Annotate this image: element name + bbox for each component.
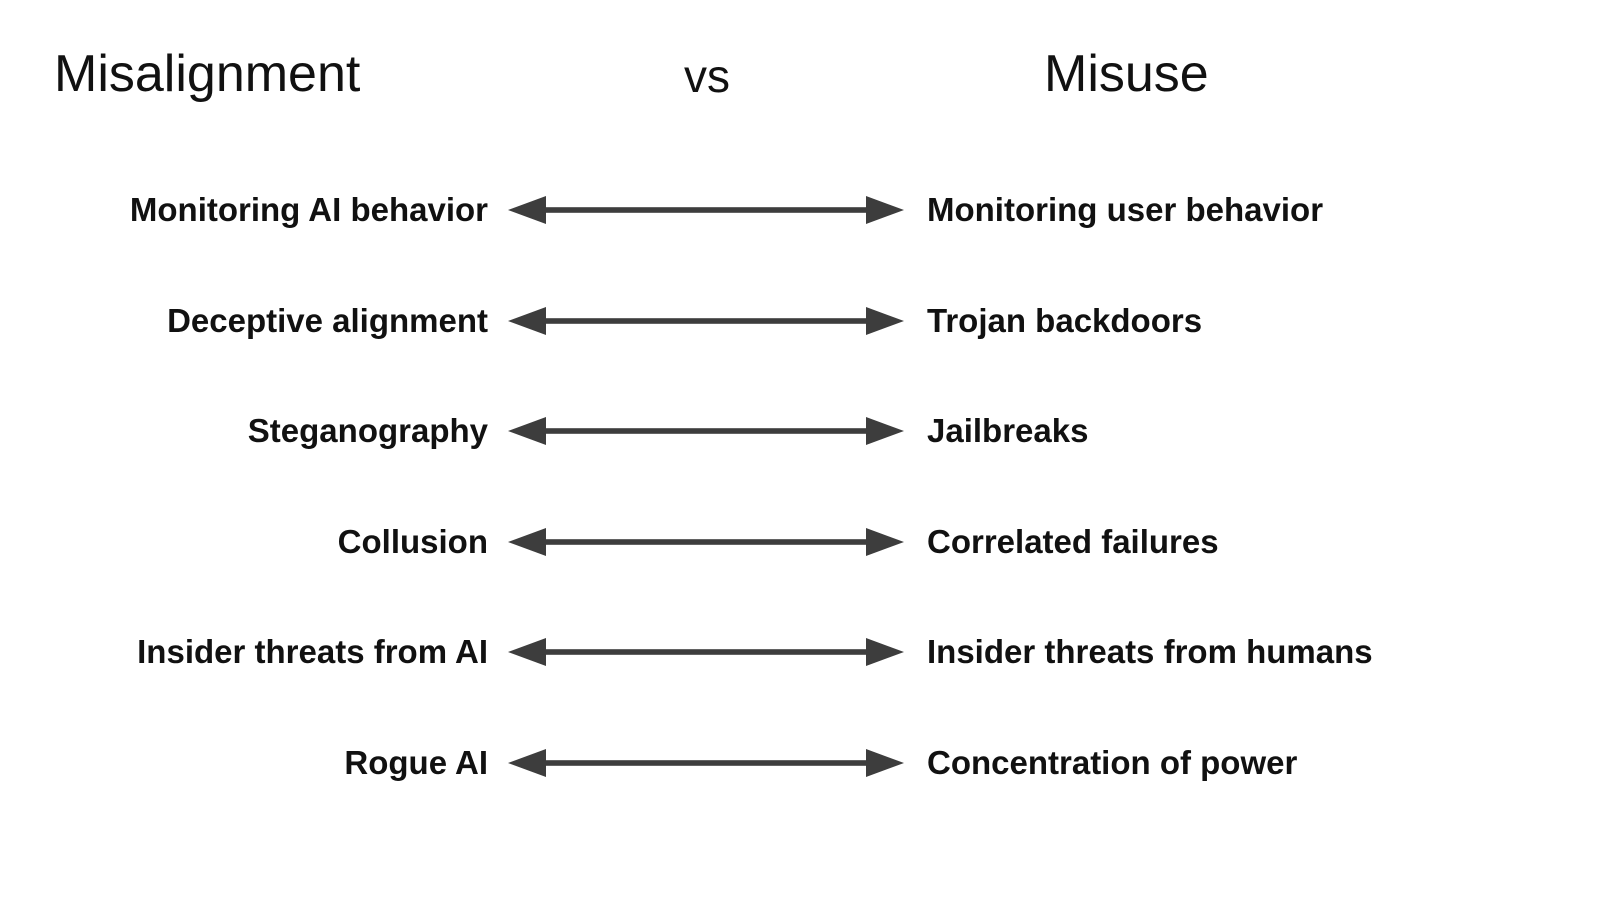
bidirectional-arrow [506,526,906,558]
comparison-row: Rogue AI Concentration of power [0,740,1600,786]
comparison-row: Insider threats from AI Insider threats … [0,629,1600,675]
column-heading-misalignment: Misalignment [54,45,361,103]
diagram-header: Misalignment vs Misuse [0,44,1600,124]
row-label-misuse: Trojan backdoors [927,301,1203,339]
row-label-misuse: Jailbreaks [927,412,1089,449]
comparison-row: Steganography Jailbreaks [0,408,1600,454]
row-label-misalignment: Collusion [337,522,488,560]
row-label-misalignment: Steganography [247,412,488,449]
row-label-misuse: Correlated failures [927,522,1219,560]
row-label-misalignment: Deceptive alignment [167,301,488,339]
comparison-row: Collusion Correlated failures [0,519,1600,565]
row-label-misalignment: Insider threats from AI [137,633,488,670]
row-label-misuse: Insider threats from humans [927,633,1373,670]
row-label-misalignment: Monitoring AI behavior [129,191,488,228]
bidirectional-arrow [506,194,906,226]
column-heading-misuse: Misuse [1044,45,1209,103]
comparison-row: Deceptive alignment Trojan backdoors [0,298,1600,344]
row-label-misuse: Concentration of power [927,743,1298,781]
bidirectional-arrow [506,747,906,779]
versus-label: vs [684,50,730,102]
bidirectional-arrow [506,636,906,668]
row-label-misuse: Monitoring user behavior [927,191,1324,228]
comparison-row: Monitoring AI behavior Monitoring user b… [0,187,1600,233]
bidirectional-arrow [506,415,906,447]
row-label-misalignment: Rogue AI [344,743,488,781]
bidirectional-arrow [506,305,906,337]
